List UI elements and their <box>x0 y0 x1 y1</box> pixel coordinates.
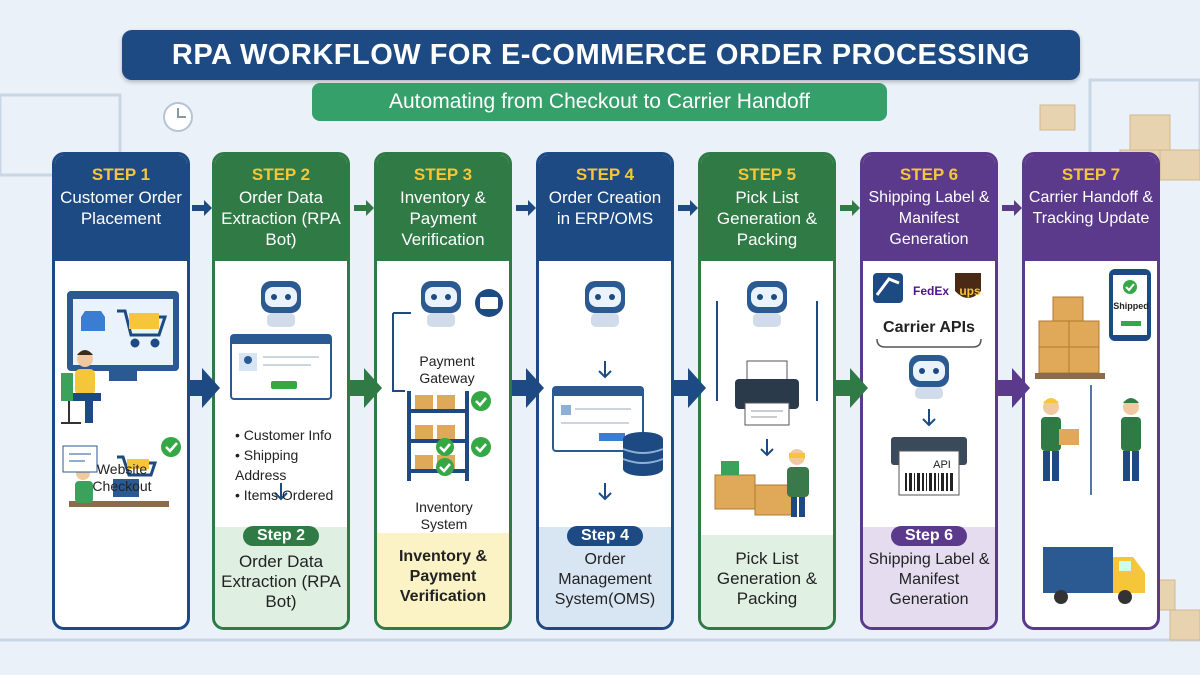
step-3-number: STEP 3 <box>413 165 473 184</box>
step-3-footer-title: Inventory & Payment Verification <box>398 548 487 605</box>
step-5-footer-title: Pick List Generation & Packing <box>716 549 818 608</box>
step-2-footer-title: Order Data Extraction (RPA Bot) <box>221 552 341 611</box>
ups-logo: ups <box>959 284 981 298</box>
step-6-badge: Step 6 <box>890 526 967 546</box>
step-4-card: STEP 4 Order Creation in ERP/OMS Step 4 … <box>536 152 674 630</box>
phone-icon <box>1109 269 1151 341</box>
step-1-card: STEP 1 Customer Order Placement <box>52 152 190 630</box>
step-5-card: STEP 5 Pick List Generation & Packing Pi… <box>698 152 836 630</box>
step-7-title: Carrier Handoff & Tracking Update <box>1028 189 1154 227</box>
step-4-title: Order Creation in ERP/OMS <box>548 188 662 228</box>
usps-logo-icon <box>873 273 903 303</box>
step-2-badge: Step 2 <box>242 526 319 546</box>
step-2-number: STEP 2 <box>251 165 311 184</box>
step-7-header: STEP 7 Carrier Handoff & Tracking Update <box>1025 155 1157 261</box>
database-icon <box>622 432 664 476</box>
step-2-header: STEP 2 Order Data Extraction (RPA Bot) <box>215 155 347 261</box>
step-3-inventory-system-label: Inventory System <box>415 499 473 532</box>
step-4-number: STEP 4 <box>575 165 635 184</box>
laptop-icon <box>69 466 169 507</box>
step-6-card: STEP 6 Shipping Label & Manifest Generat… <box>860 152 998 630</box>
pallet-boxes-icon <box>1035 296 1105 379</box>
step-6-footer-title: Shipping Label & Manifest Generation <box>868 551 990 608</box>
step-3-header: STEP 3 Inventory & Payment Verification <box>377 155 509 261</box>
step-4-illustration <box>552 281 664 501</box>
step-2-bullet-customer-info: • Customer Info <box>235 427 332 443</box>
step-5-footer: Pick List Generation & Packing <box>701 535 833 627</box>
step-1-title: Customer Order Placement <box>60 188 182 228</box>
step-6-illustration <box>873 273 982 496</box>
step-1-header: STEP 1 Customer Order Placement <box>55 155 187 261</box>
robot-icon <box>261 281 301 327</box>
step-7-illustration <box>1035 269 1151 495</box>
step-3-payment-gateway-label: Payment Gateway <box>419 353 475 386</box>
step-4-header: STEP 4 Order Creation in ERP/OMS <box>539 155 671 261</box>
step-6-header: STEP 6 Shipping Label & Manifest Generat… <box>863 155 995 261</box>
cart-icon <box>117 309 168 348</box>
step-4-footer-title: Order Management System(OMS) <box>554 551 656 608</box>
step-5-title: Pick List Generation & Packing <box>716 188 818 249</box>
checkmark-icon <box>161 437 181 457</box>
step-5-number: STEP 5 <box>737 165 797 184</box>
step-2-bullet-items-ordered: • Items Ordered <box>235 487 334 503</box>
credit-card-icon <box>475 289 503 317</box>
step-3-footer: Inventory & Payment Verification <box>377 533 509 627</box>
robot-icon <box>585 281 625 327</box>
step-3-illustration <box>392 281 503 481</box>
browser-icon <box>230 334 332 400</box>
step-6-footer: Step 6 Shipping Label & Manifest Generat… <box>863 526 995 627</box>
checkmark-icon <box>436 391 491 476</box>
step-6-carrier-apis-label: Carrier APIs <box>883 319 975 336</box>
workers-icon <box>1041 398 1141 481</box>
step-7-number: STEP 7 <box>1061 165 1121 184</box>
step-7-card: STEP 7 Carrier Handoff & Tracking Update <box>1022 152 1160 630</box>
step-3-title: Inventory & Payment Verification <box>400 188 486 249</box>
step-4-badge: Step 4 <box>566 526 643 546</box>
step-5-header: STEP 5 Pick List Generation & Packing <box>701 155 833 261</box>
page-title: RPA WORKFLOW FOR E-COMMERCE ORDER PROCES… <box>122 30 1080 80</box>
step-1-number: STEP 1 <box>91 165 151 184</box>
step-1-website-checkout-label: Website Checkout <box>92 461 152 494</box>
page-subtitle: Automating from Checkout to Carrier Hand… <box>312 83 887 121</box>
customer-figure <box>61 350 101 424</box>
step-6-api-label: API <box>933 459 951 471</box>
step-5-illustration <box>714 281 818 517</box>
robot-icon <box>909 355 949 399</box>
robot-icon <box>747 281 787 327</box>
step-2-bullet-list: • Customer Info • Shipping Address • Ite… <box>235 425 347 505</box>
checkout-screen <box>62 445 158 477</box>
step-1-illustration <box>61 291 181 507</box>
ups-logo-icon <box>955 273 981 298</box>
browser-icon <box>552 386 644 452</box>
step-4-footer: Step 4 Order Management System(OMS) <box>539 526 671 627</box>
step-2-title: Order Data Extraction (RPA Bot) <box>221 188 341 249</box>
step-2-footer: Step 2 Order Data Extraction (RPA Bot) <box>215 526 347 627</box>
step-7-shipped-label: Shipped <box>1113 301 1149 311</box>
step-6-number: STEP 6 <box>899 165 959 184</box>
printer-icon <box>735 360 799 426</box>
robot-icon <box>421 281 461 327</box>
truck-icon <box>1043 547 1145 604</box>
step-3-card: STEP 3 Inventory & Payment Verification … <box>374 152 512 630</box>
step-2-card: STEP 2 Order Data Extraction (RPA Bot) •… <box>212 152 350 630</box>
step-6-title: Shipping Label & Manifest Generation <box>868 189 990 248</box>
step-2-illustration <box>230 281 332 501</box>
step-2-bullet-shipping-address: • Shipping Address <box>235 447 299 483</box>
fedex-logo: FedEx <box>913 284 950 298</box>
barcode-icon <box>905 473 953 491</box>
box-icon <box>714 449 809 517</box>
